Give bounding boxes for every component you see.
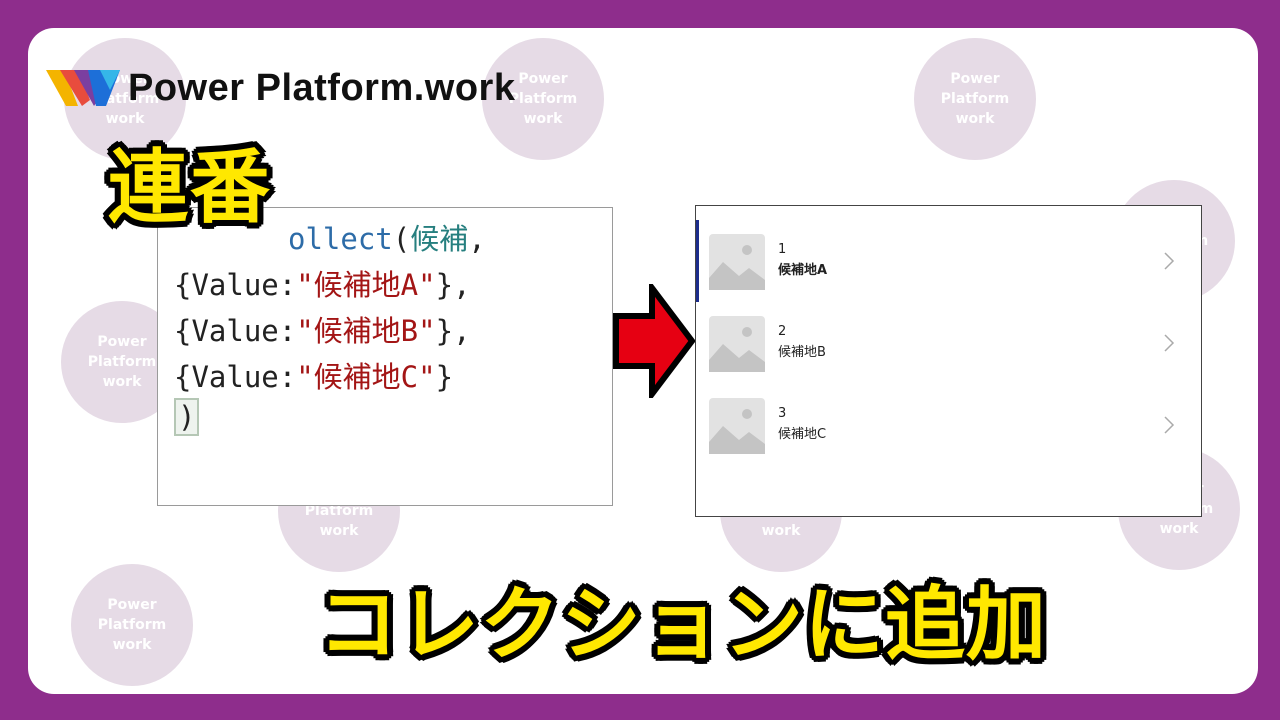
code-closing-paren: ) [174,398,200,436]
watermark-line: work [761,523,801,539]
headline-bottom: コレクションに追加 [316,576,1048,673]
brand-name: Power Platform.work [128,66,516,109]
code-line-4: {Value:"候補地C"} [174,354,453,396]
image-placeholder-icon [709,316,765,372]
code-paren: ( [392,222,411,256]
code-line-3: {Value:"候補地B"}, [174,308,471,350]
code-keyword: ollect [288,222,393,256]
watermark-line: work [112,637,152,653]
code-identifier: 候補 [410,222,469,256]
watermark-line: Platform [97,617,167,633]
image-placeholder-icon [709,234,765,290]
watermark-line: work [102,374,142,390]
code-record-close: } [435,360,454,394]
gallery-item-name: 候補地C [778,427,827,442]
watermark-bubble: Power Platform work [482,38,604,160]
watermark-line: work [523,111,563,127]
code-record-open: {Value: [174,360,297,394]
image-placeholder-icon [709,398,765,454]
code-string: "候補地A" [296,268,436,302]
code-record-close: }, [435,268,471,302]
watermark-line: Platform [940,91,1010,107]
brand-logo-icon [46,70,120,106]
watermark-line: Platform [87,354,157,370]
watermark-line: work [319,523,359,539]
code-editor-panel: ollect(候補, {Value:"候補地A"}, {Value:"候補地B"… [157,207,613,506]
watermark-bubble: Power Platform work [71,564,193,686]
watermark-line: work [1159,521,1199,537]
gallery-item-number: 1 [778,242,787,257]
chevron-right-icon[interactable] [1162,250,1176,272]
watermark-bubble: Power Platform work [914,38,1036,160]
arrow-right-icon [613,284,696,398]
code-string: "候補地B" [296,314,436,348]
code-line-2: {Value:"候補地A"}, [174,262,471,304]
chevron-right-icon[interactable] [1162,332,1176,354]
gallery-item-number: 3 [778,406,787,421]
watermark-line: Platform [508,91,578,107]
gallery-item[interactable]: 2 候補地B [696,302,1201,384]
watermark-line: work [105,111,145,127]
code-line-1: ollect(候補, [288,216,486,258]
watermark-line: Power [107,597,157,613]
gallery-item-name: 候補地A [778,263,828,278]
gallery-item[interactable]: 3 候補地C [696,384,1201,466]
watermark-line: Power [950,71,1000,87]
gallery-item-name: 候補地B [778,345,826,360]
code-record-close: }, [435,314,471,348]
brand-header: Power Platform.work [44,64,515,112]
headline-top: 連番 [106,139,272,236]
watermark-line: Power [97,334,147,350]
gallery-item-number: 2 [778,324,787,339]
chevron-right-icon[interactable] [1162,414,1176,436]
code-line-5: ) [174,398,200,436]
watermark-line: work [955,111,995,127]
gallery-control: 1 候補地A 2 候補地B 3 候補地C [695,205,1202,517]
code-record-open: {Value: [174,268,297,302]
code-record-open: {Value: [174,314,297,348]
watermark-line: Power [518,71,568,87]
watermark-line: Platform [304,503,374,519]
code-comma: , [468,222,486,256]
gallery-item[interactable]: 1 候補地A [696,220,1201,302]
code-string: "候補地C" [296,360,436,394]
